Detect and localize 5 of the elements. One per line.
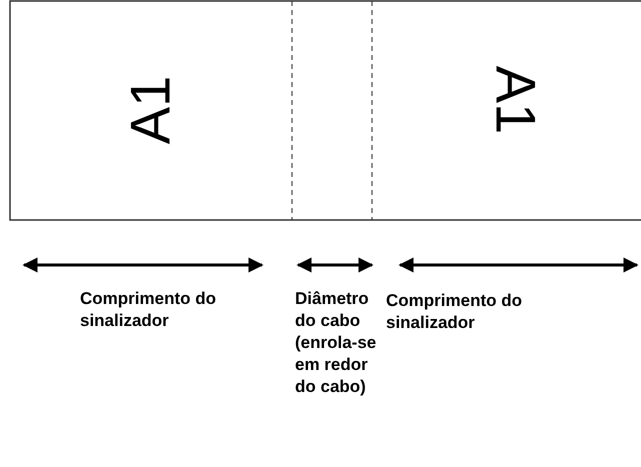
dimension-label: Diâmetro do cabo (enrola-se em redor do cabo) xyxy=(295,288,378,398)
dimension-label: Comprimento do sinalizador xyxy=(386,290,523,334)
label-text: A1 xyxy=(122,76,178,144)
label-text: A1 xyxy=(486,66,543,134)
dimension-label: Comprimento do sinalizador xyxy=(80,288,217,332)
